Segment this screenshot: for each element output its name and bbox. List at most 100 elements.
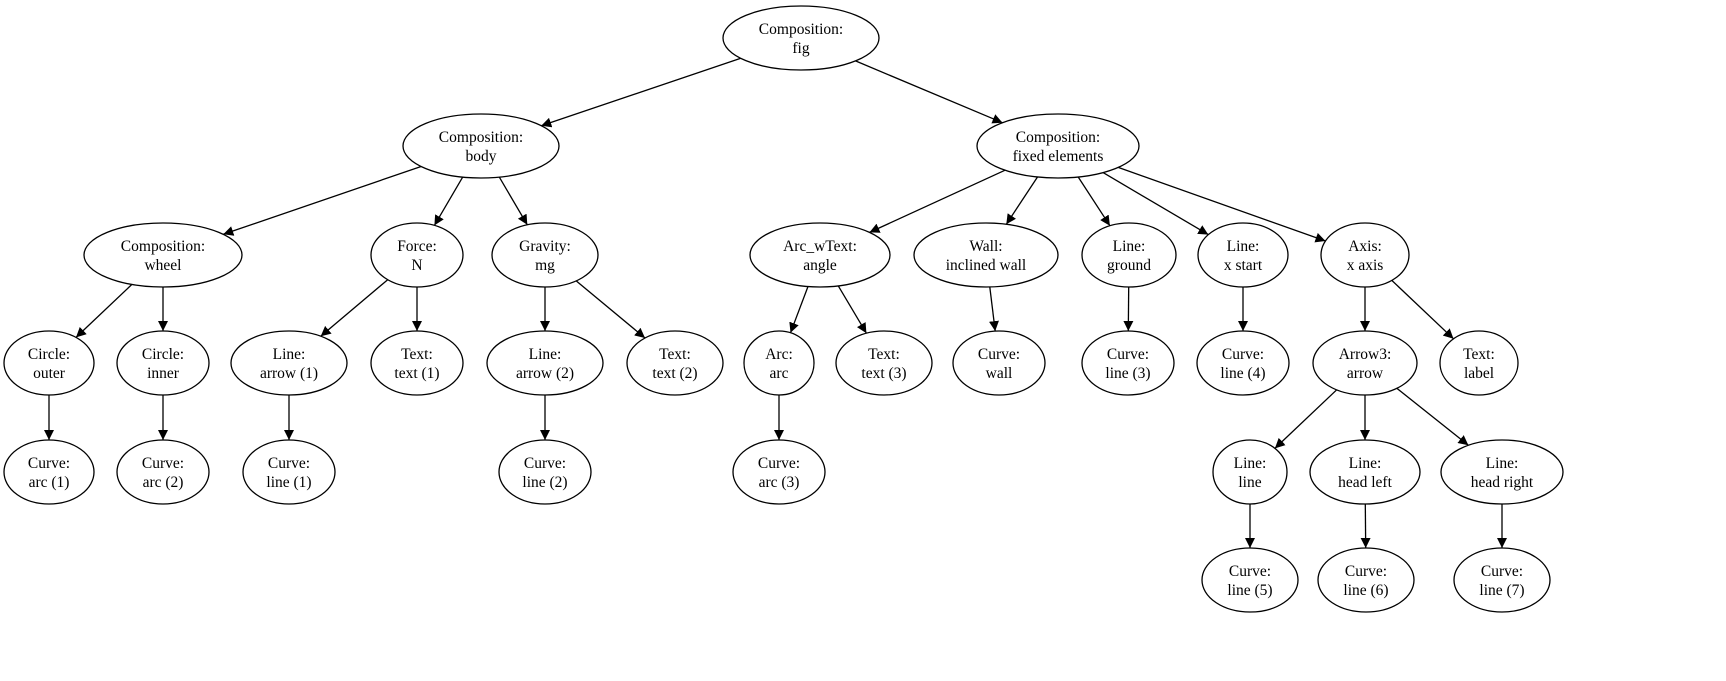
node-name-label: fig [792,40,809,57]
node-force_n: Force:N [370,222,464,288]
edge-fixed-to-line_ground [1077,176,1111,227]
node-name-label: fixed elements [1013,148,1104,165]
node-name-label: label [1464,365,1494,382]
node-name-label: arrow (1) [260,365,318,382]
node-wheel: Composition: wheel [83,222,243,288]
node-ellipse [1317,547,1415,613]
node-ellipse [83,222,243,288]
node-name-label: wheel [144,257,181,274]
node-ellipse [1309,439,1421,505]
node-text_label: Text: label [1439,330,1519,396]
node-type-label: Curve: [1229,563,1271,580]
node-type-label: Curve: [28,455,70,472]
node-fixed: Composition: fixed elements [976,113,1140,179]
node-type-label: Curve: [1222,346,1264,363]
node-curve_line2: Curve:line (2) [498,439,592,505]
node-ellipse [976,113,1140,179]
node-type-label: Arc_wText: [783,238,857,255]
node-type-label: Text: [868,346,900,363]
node-ellipse [743,330,815,396]
node-curve_arc1: Curve: arc (1) [3,439,95,505]
node-ellipse [749,222,891,288]
node-ellipse [370,330,464,396]
node-name-label: arrow [1347,365,1384,382]
node-type-label: Composition: [439,129,523,146]
node-type-label: Curve: [1345,563,1387,580]
edge-force_n-to-line_arrow1 [320,279,389,337]
node-curve_line6: Curve:line (6) [1317,547,1415,613]
node-ellipse [1081,222,1177,288]
node-name-label: arc (3) [759,474,800,491]
node-arrow3_arrow: Arrow3:arrow [1312,330,1418,396]
node-name-label: x start [1224,257,1263,274]
node-circle_outer: Circle:outer [3,330,95,396]
node-ellipse [242,439,336,505]
node-type-label: Axis: [1348,238,1382,255]
node-ellipse [722,5,880,71]
node-name-label: angle [803,257,837,274]
node-curve_line4: Curve: line (4) [1196,330,1290,396]
node-type-label: Composition: [121,238,205,255]
node-type-label: Curve: [268,455,310,472]
edges-layer [44,57,1507,549]
node-type-label: Arc: [765,346,793,363]
node-ellipse [1081,330,1175,396]
node-name-label: inclined wall [946,257,1027,274]
node-ellipse [116,330,210,396]
node-name-label: line (1) [266,474,311,491]
edge-wall_inclined-to-curve_wall [989,286,999,332]
node-name-label: head left [1338,474,1392,491]
node-name-label: x axis [1347,257,1384,274]
node-arc_arc: Arc: arc [743,330,815,396]
node-arc_angle: Arc_wText:angle [749,222,891,288]
node-type-label: Gravity: [519,238,571,255]
node-ellipse [1320,222,1410,288]
edge-axis_x-to-text_label [1391,279,1454,340]
node-name-label: arc (1) [29,474,70,491]
edge-wheel-to-circle_outer [75,283,133,338]
edge-gravity_mg-to-text_text2 [575,280,646,339]
node-name-label: head right [1471,474,1534,491]
edge-fig-to-fixed [855,60,1003,124]
node-curve_line7: Curve:line (7) [1453,547,1551,613]
node-ellipse [913,222,1059,288]
node-ellipse [402,113,560,179]
node-circle_inner: Circle:inner [116,330,210,396]
node-curve_line5: Curve: line (5) [1201,547,1299,613]
node-type-label: Line: [1227,238,1260,255]
node-type-label: Line: [1113,238,1146,255]
node-name-label: arc [770,365,789,382]
node-line_arrow2: Line:arrow (2) [486,330,604,396]
node-ellipse [370,222,464,288]
node-type-label: Text: [401,346,433,363]
node-type-label: Line: [1349,455,1382,472]
node-name-label: line (5) [1227,582,1272,599]
node-type-label: Circle: [28,346,70,363]
node-ellipse [626,330,724,396]
node-type-label: Circle: [142,346,184,363]
node-wall_inclined: Wall:inclined wall [913,222,1059,288]
edge-body-to-force_n [433,176,464,226]
node-ellipse [835,330,933,396]
node-type-label: Curve: [524,455,566,472]
node-ellipse [1196,330,1290,396]
node-ellipse [1212,439,1288,505]
edge-fixed-to-wall_inclined [1005,176,1039,225]
edge-arc_angle-to-text_text3 [837,285,867,334]
node-name-label: line (7) [1479,582,1524,599]
node-type-label: Text: [1463,346,1495,363]
node-text_text2: Text:text (2) [626,330,724,396]
edge-fixed-to-axis_x [1117,166,1326,243]
node-curve_line1: Curve: line (1) [242,439,336,505]
node-name-label: line (4) [1220,365,1265,382]
edge-arc_angle-to-arc_arc [789,286,809,334]
node-type-label: Text: [659,346,691,363]
node-type-label: Composition: [1016,129,1100,146]
nodes-layer: Composition:figComposition:bodyCompositi… [3,5,1564,613]
edge-fig-to-body [540,57,742,128]
node-ellipse [486,330,604,396]
node-type-label: Composition: [759,21,843,38]
node-ellipse [1453,547,1551,613]
node-type-label: Curve: [758,455,800,472]
